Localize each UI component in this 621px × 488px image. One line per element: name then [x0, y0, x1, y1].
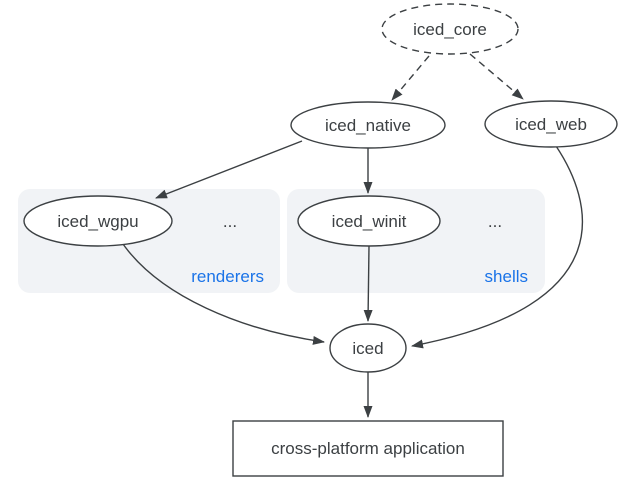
group-shells-ellipsis: ...: [488, 212, 502, 231]
node-iced-winit-label: iced_winit: [332, 212, 407, 231]
group-renderers-label: renderers: [191, 267, 264, 286]
node-cross-platform-application: [232, 420, 504, 477]
node-iced-wgpu-label: iced_wgpu: [57, 212, 138, 231]
group-shells-label: shells: [485, 267, 528, 286]
node-iced-wgpu: [23, 195, 173, 247]
edge-wgpu-to-iced: [122, 243, 325, 345]
group-renderers-ellipsis: ...: [223, 212, 237, 231]
edge-winit-to-iced: [363, 245, 373, 322]
node-iced-core: [381, 3, 519, 55]
node-iced-native: [290, 101, 446, 149]
node-iced: [329, 323, 407, 373]
node-iced-core-label: iced_core: [413, 20, 487, 39]
node-iced-label: iced: [352, 339, 383, 358]
edge-native-to-wgpu: [155, 140, 303, 199]
node-iced-native-label: iced_native: [325, 116, 411, 135]
edge-web-to-iced: [411, 145, 583, 349]
node-cross-platform-application-label: cross-platform application: [271, 439, 465, 458]
node-iced-web: [484, 100, 618, 148]
edge-core-to-native: [391, 55, 430, 101]
node-iced-web-label: iced_web: [515, 115, 587, 134]
node-iced-winit: [297, 195, 441, 247]
edge-core-to-web: [469, 53, 524, 100]
